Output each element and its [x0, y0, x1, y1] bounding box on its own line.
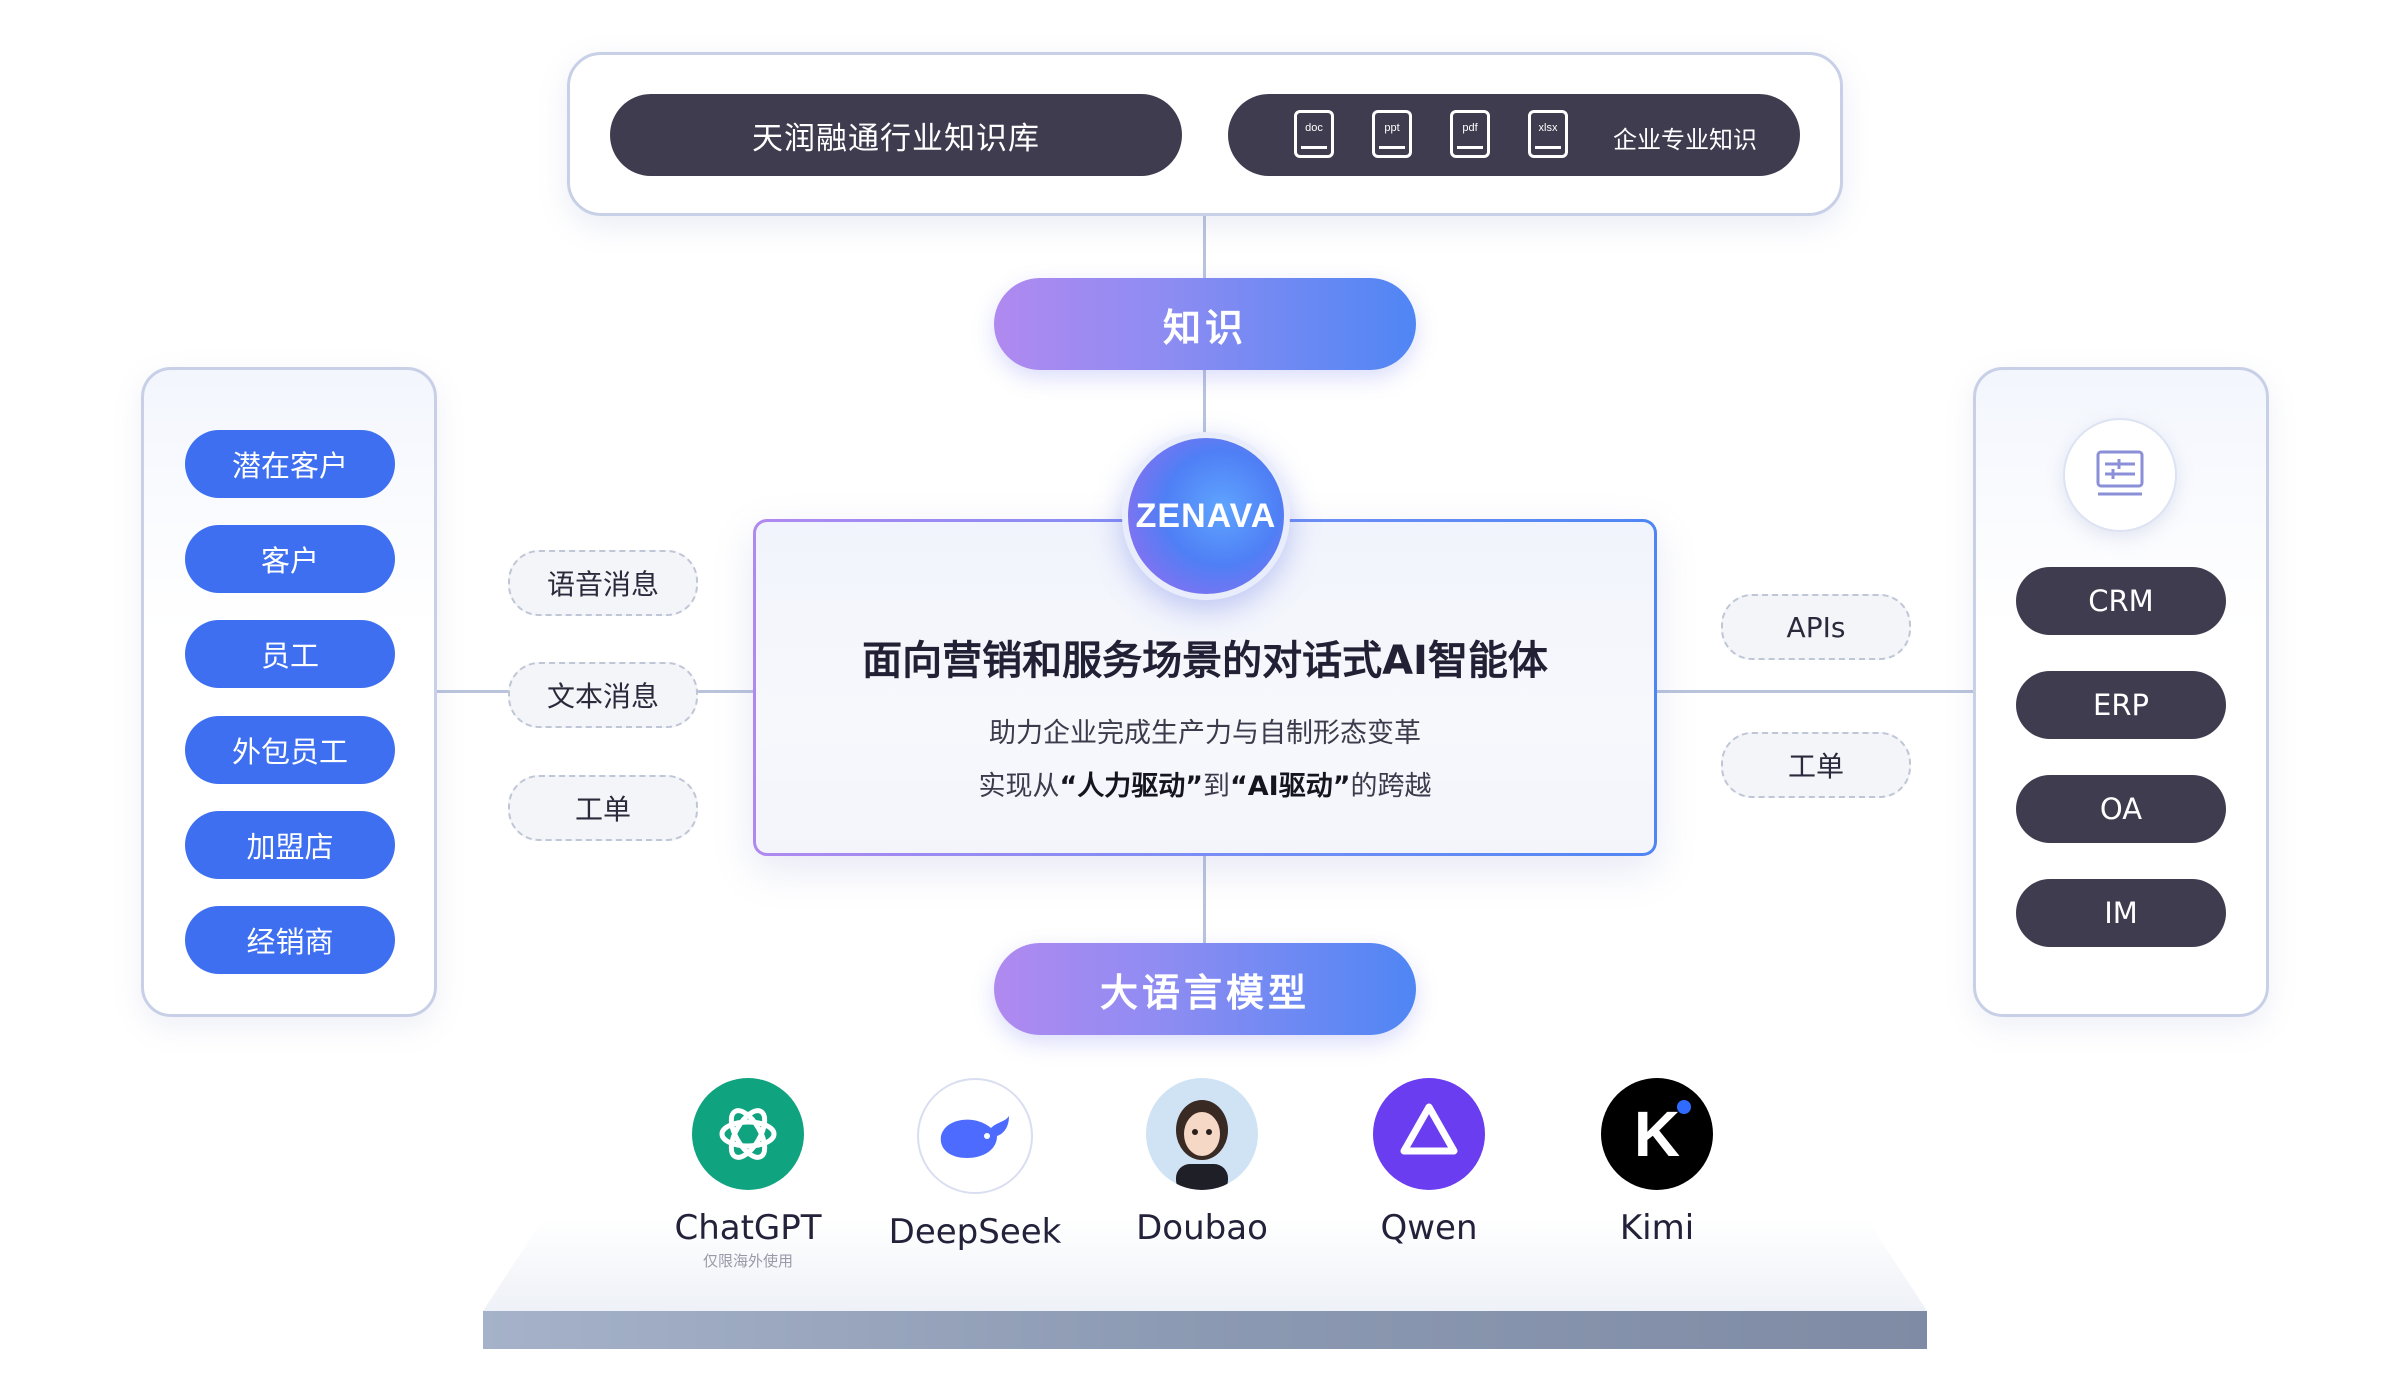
role-item: 经销商	[185, 906, 395, 974]
enterprise-knowledge-label: 企业专业知识	[1613, 126, 1757, 154]
chatgpt-logo-icon	[692, 1078, 804, 1190]
connector-knowledge-center	[1203, 370, 1206, 440]
model-name: DeepSeek	[888, 1212, 1062, 1252]
system-item: IM	[2016, 879, 2226, 947]
role-item: 员工	[185, 620, 395, 688]
system-item: OA	[2016, 775, 2226, 843]
doubao-avatar-icon	[1146, 1078, 1258, 1190]
channel-ticket-left: 工单	[508, 775, 698, 841]
model-platform-base	[483, 1311, 1927, 1349]
model-name: Kimi	[1619, 1208, 1695, 1248]
enterprise-knowledge-files: doc ppt pdf xlsx 企业专业知识	[1228, 94, 1800, 176]
llm-pill: 大语言模型	[994, 943, 1416, 1035]
llm-label: 大语言模型	[1099, 970, 1310, 1015]
connector-center-llm	[1203, 856, 1206, 943]
model-name: Qwen	[1380, 1208, 1478, 1248]
knowledge-pill: 知识	[994, 278, 1416, 370]
channel-voice-message: 语音消息	[508, 550, 698, 616]
connector-top	[1203, 216, 1206, 278]
model-platform	[483, 1219, 1927, 1311]
system-item: ERP	[2016, 671, 2226, 739]
model-note: 仅限海外使用	[702, 1252, 793, 1270]
role-item: 外包员工	[185, 716, 395, 784]
model-name: Doubao	[1136, 1208, 1268, 1248]
ai-agent-subtitle-2: 实现从“人力驱动”到“AI驱动”的跨越	[978, 771, 1432, 802]
model-deepseek: DeepSeek	[875, 1078, 1075, 1252]
model-chatgpt: ChatGPT 仅限海外使用	[648, 1078, 848, 1271]
channel-ticket-right: 工单	[1721, 732, 1911, 798]
ai-agent-subtitle-1: 助力企业完成生产力与自制形态变革	[989, 718, 1421, 749]
xlsx-file-icon: xlsx	[1528, 110, 1568, 158]
role-item: 潜在客户	[185, 430, 395, 498]
model-qwen: Qwen	[1329, 1078, 1529, 1248]
qwen-logo-icon	[1373, 1078, 1485, 1190]
ppt-file-icon: ppt	[1372, 110, 1412, 158]
role-item: 客户	[185, 525, 395, 593]
industry-knowledge-base-label: 天润融通行业知识库	[752, 120, 1040, 157]
pdf-file-icon: pdf	[1450, 110, 1490, 158]
system-item: CRM	[2016, 567, 2226, 635]
model-name: ChatGPT	[674, 1208, 822, 1248]
deepseek-whale-icon	[917, 1078, 1033, 1194]
industry-knowledge-base: 天润融通行业知识库	[610, 94, 1182, 176]
zenava-logo: ZENAVA	[1122, 432, 1290, 600]
knowledge-label: 知识	[1162, 305, 1247, 350]
settings-sliders-icon	[2063, 418, 2177, 532]
doc-file-icon: doc	[1294, 110, 1334, 158]
channel-text-message: 文本消息	[508, 662, 698, 728]
role-item: 加盟店	[185, 811, 395, 879]
connector-right	[1657, 690, 1973, 693]
ai-agent-title: 面向营销和服务场景的对话式AI智能体	[862, 638, 1548, 684]
model-doubao: Doubao	[1102, 1078, 1302, 1248]
ai-agent-card: 面向营销和服务场景的对话式AI智能体 助力企业完成生产力与自制形态变革 实现从“…	[753, 519, 1657, 856]
kimi-logo-icon: K	[1601, 1078, 1713, 1190]
channel-apis: APIs	[1721, 594, 1911, 660]
model-kimi: K Kimi	[1557, 1078, 1757, 1248]
